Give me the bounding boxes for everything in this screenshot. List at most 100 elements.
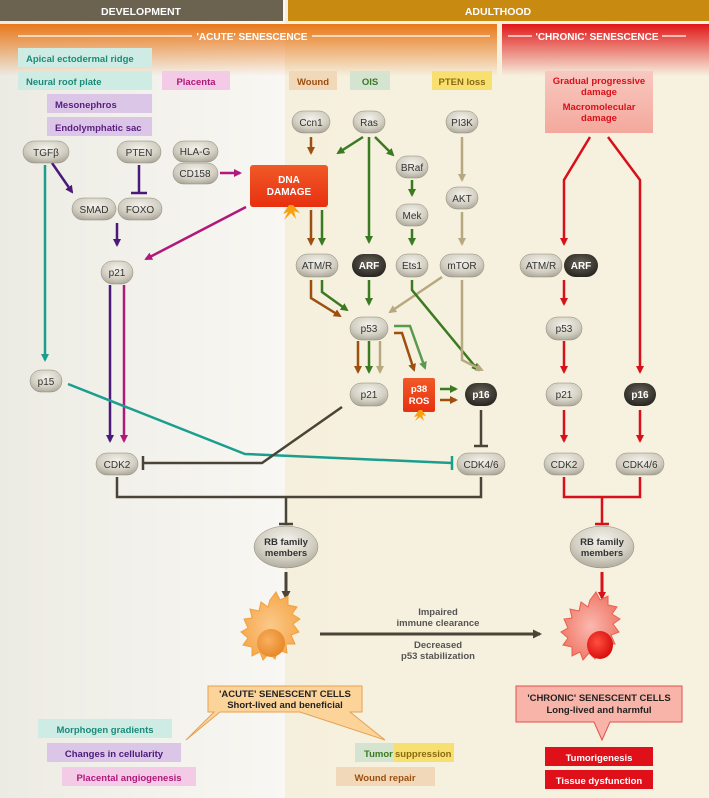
edge-atmr-p53-brown <box>309 280 342 318</box>
edge-ras-braf <box>374 136 395 157</box>
svg-text:DAMAGE: DAMAGE <box>267 187 312 198</box>
node-rb-acute: RB family members <box>253 525 319 569</box>
morphogen-label: Morphogen gradients <box>56 725 153 736</box>
svg-text:p15: p15 <box>38 377 55 388</box>
svg-text:p16: p16 <box>472 390 490 401</box>
chronic-cells-subtitle: Long-lived and harmful <box>546 705 651 716</box>
edge-tgfb-smad <box>50 162 74 194</box>
node-pten: PTEN <box>116 140 162 164</box>
svg-text:Ets1: Ets1 <box>402 261 422 272</box>
adulthood-label: ADULTHOOD <box>465 6 532 18</box>
svg-text:TGFβ: TGFβ <box>33 148 59 159</box>
wound-repair-box <box>336 767 435 786</box>
node-arf-chronic: ARF <box>564 254 598 277</box>
angiogenesis-box <box>62 767 196 786</box>
chronic-senescence-label: 'CHRONIC' SENESCENCE <box>535 32 658 43</box>
svg-text:BRaf: BRaf <box>401 163 423 174</box>
node-hla-g: HLA-G <box>172 140 219 163</box>
tumor-box <box>355 743 395 762</box>
tumor-label: Tumor <box>364 749 393 760</box>
node-dna-damage: DNA DAMAGE <box>250 165 328 220</box>
macro-label-2: damage <box>581 113 617 124</box>
edges <box>41 135 644 639</box>
placenta-label: Placenta <box>176 77 216 88</box>
edge-ras-dna <box>336 135 364 155</box>
edge-p21-cdk2-inhibit <box>143 405 343 465</box>
apical-ridge-label: Apical ectodermal ridge <box>26 54 134 65</box>
tumorigenesis-box <box>545 747 653 766</box>
svg-text:ATM/R: ATM/R <box>302 261 332 272</box>
suppression-box <box>394 743 454 762</box>
wound-label: Wound <box>297 77 329 88</box>
edge-cdk-rb-bracket <box>115 477 483 499</box>
node-ets1: Ets1 <box>395 253 429 278</box>
adulthood-band <box>288 0 709 21</box>
chronic-band <box>502 24 709 76</box>
svg-text:p53: p53 <box>361 324 378 335</box>
node-rb-chronic: RB family members <box>569 525 635 569</box>
nodes: TGFβ PTEN HLA-G CD158 SMAD FOXO p21 p15 … <box>22 110 665 569</box>
svg-text:p53: p53 <box>556 324 573 335</box>
node-mek: Mek <box>395 203 429 227</box>
chronic-cells-title: 'CHRONIC' SENESCENT CELLS <box>527 693 670 704</box>
transition-line-2: immune clearance <box>397 618 480 629</box>
tumorigenesis-label: Tumorigenesis <box>566 753 633 764</box>
ois-box <box>350 71 390 90</box>
transition-line-1: Impaired <box>418 607 458 618</box>
mesonephros-box <box>47 94 152 113</box>
edge-damage-atmr <box>560 136 592 246</box>
development-label: DEVELOPMENT <box>101 6 182 18</box>
edge-p53-p38-brown <box>394 331 416 372</box>
node-atmr-chronic: ATM/R <box>519 253 563 278</box>
macro-label-1: Macromolecular <box>563 102 636 113</box>
edge-ets1-p16 <box>410 280 480 372</box>
node-cdk2-dev: CDK2 <box>95 452 139 476</box>
edge-dna-p21 <box>144 205 247 261</box>
cellularity-box <box>47 743 181 762</box>
acute-cells-callout: 'ACUTE' SENESCENT CELLS Short-lived and … <box>185 685 386 741</box>
node-p53: p53 <box>349 316 389 341</box>
acute-senescent-cell-icon <box>240 591 301 661</box>
node-cdk46: CDK4/6 <box>456 452 506 476</box>
wound-box <box>289 71 337 90</box>
svg-text:p38: p38 <box>411 384 427 395</box>
pten-loss-label: PTEN loss <box>439 77 486 88</box>
neural-roof-label: Neural roof plate <box>26 77 102 88</box>
svg-text:AKT: AKT <box>452 194 471 205</box>
cellularity-label: Changes in cellularity <box>65 749 164 760</box>
svg-text:SMAD: SMAD <box>80 205 109 216</box>
node-p16: p16 <box>465 383 497 406</box>
node-p21-dev: p21 <box>100 260 134 285</box>
svg-text:members: members <box>581 548 623 559</box>
svg-text:CDK4/6: CDK4/6 <box>463 460 498 471</box>
node-p53-chronic: p53 <box>545 316 583 341</box>
svg-text:FOXO: FOXO <box>126 205 155 216</box>
edge-p53-p38-green <box>394 324 427 370</box>
gradual-label-1: Gradual progressive <box>553 76 645 87</box>
development-band <box>0 0 283 21</box>
node-p16-chronic: p16 <box>624 383 656 406</box>
apical-ridge-box <box>18 48 152 67</box>
acute-cells-subtitle: Short-lived and beneficial <box>227 700 343 711</box>
node-p21-chronic: p21 <box>545 382 583 407</box>
edge-mtor-p16 <box>460 280 484 372</box>
chronic-damage-box <box>545 71 653 133</box>
svg-text:Ccn1: Ccn1 <box>299 118 323 129</box>
svg-text:CDK2: CDK2 <box>551 460 578 471</box>
tissue-dysfunction-box <box>545 770 653 789</box>
svg-text:Mek: Mek <box>403 211 423 222</box>
svg-text:p21: p21 <box>556 390 573 401</box>
node-akt: AKT <box>445 186 479 210</box>
node-arf: ARF <box>352 254 386 277</box>
endolymphatic-box <box>47 117 152 136</box>
svg-text:p21: p21 <box>361 390 378 401</box>
svg-text:RB family: RB family <box>264 537 309 548</box>
angiogenesis-label: Placental angiogenesis <box>76 773 181 784</box>
svg-text:CDK4/6: CDK4/6 <box>622 460 657 471</box>
edge-atmr-p53-green <box>320 280 349 312</box>
node-braf: BRaf <box>395 155 429 179</box>
node-p21-adult: p21 <box>349 382 389 407</box>
acute-cells-title: 'ACUTE' SENESCENT CELLS <box>219 689 351 700</box>
transition-line-4: p53 stabilization <box>401 651 475 662</box>
svg-text:Ras: Ras <box>360 118 378 129</box>
